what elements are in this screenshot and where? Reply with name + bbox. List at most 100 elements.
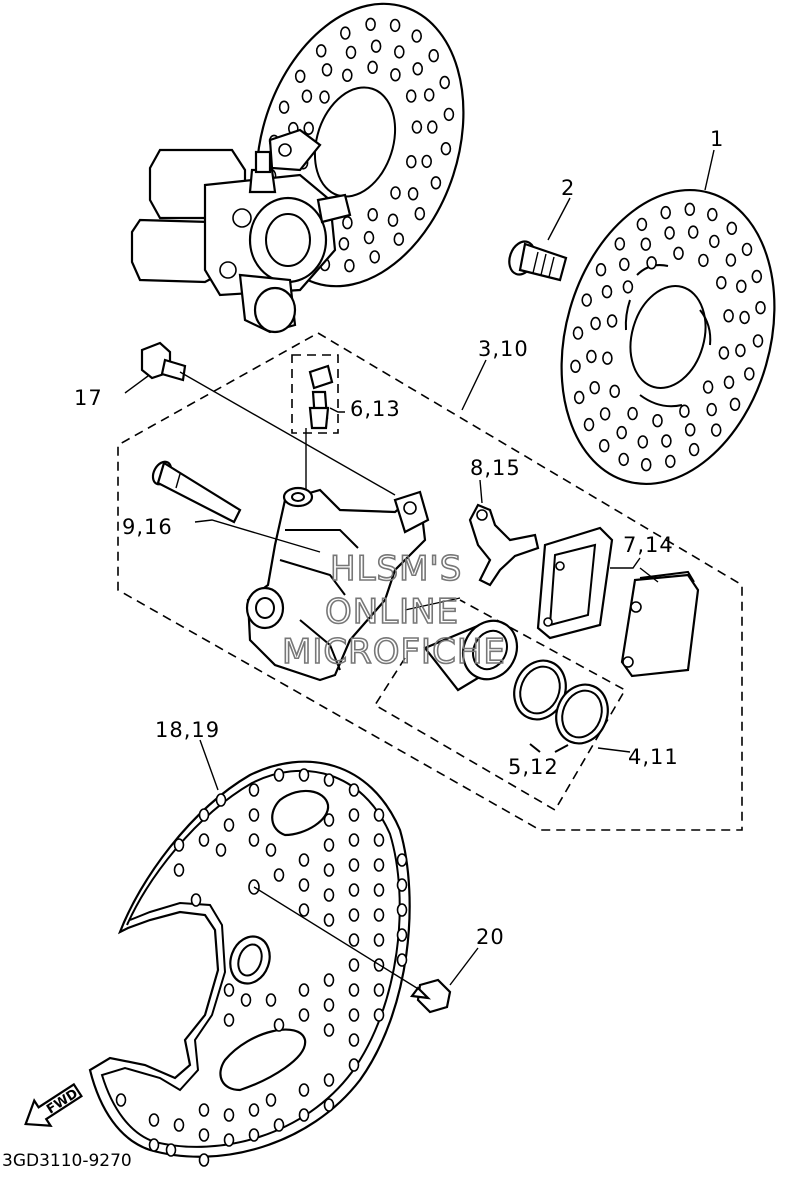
guard-vent-hole: [173, 1118, 185, 1132]
guard-vent-hole: [273, 1018, 285, 1032]
brake-pads-part-7-14: [536, 526, 700, 678]
vent-hole: [439, 75, 451, 90]
vent-hole: [405, 89, 417, 103]
vent-hole: [390, 68, 401, 82]
piston-seals-part-4-5: [513, 659, 609, 745]
disc-guard-plate-part-18-19: [88, 760, 411, 1167]
guard-vent-hole: [298, 878, 310, 892]
guard-vent-hole: [248, 1128, 260, 1142]
guard-vent-hole: [323, 1073, 335, 1087]
vent-hole: [688, 442, 700, 457]
guard-vent-hole: [373, 933, 385, 947]
vent-hole: [595, 263, 607, 277]
vent-hole: [590, 316, 601, 331]
forward-direction-arrow: FWD: [24, 1082, 83, 1127]
callout-labels: 1 2 3,10 4,11 5,12 6,13 7,14 8,15 9,16 1…: [74, 127, 723, 949]
guard-vent-hole: [265, 843, 277, 857]
callout-18-19: 18,19: [155, 718, 220, 742]
guard-vent-hole: [248, 783, 260, 797]
vent-hole: [664, 454, 676, 469]
vent-hole: [725, 253, 737, 267]
guard-vent-hole: [198, 1128, 210, 1142]
vent-hole: [652, 414, 663, 428]
vent-hole: [426, 120, 438, 134]
vent-hole: [367, 208, 379, 222]
vent-hole: [581, 293, 593, 307]
guard-vent-hole: [373, 883, 385, 897]
vent-hole: [741, 242, 753, 257]
vent-hole: [315, 44, 327, 58]
vent-hole: [572, 326, 584, 340]
guard-vent-hole: [348, 858, 360, 872]
watermark-line-3: MICROFICHE: [282, 632, 506, 672]
guard-vent-hole: [223, 1013, 235, 1027]
vent-hole: [363, 230, 375, 245]
guard-vent-hole: [148, 1138, 160, 1152]
guard-vent-hole: [223, 983, 235, 997]
vent-hole: [735, 343, 746, 358]
vent-hole: [618, 452, 630, 467]
callout-2: 2: [561, 176, 575, 200]
guard-vent-hole: [323, 973, 335, 987]
guard-vent-hole: [373, 808, 385, 822]
vent-hole: [602, 351, 613, 365]
vent-hole: [622, 280, 634, 294]
guard-vent-hole: [373, 858, 385, 872]
vent-hole: [390, 186, 401, 200]
vent-hole: [430, 176, 442, 190]
guard-vent-hole: [323, 813, 335, 827]
vent-hole: [618, 257, 630, 272]
vent-hole: [319, 90, 330, 104]
assembly-outline: [117, 332, 743, 831]
callout-9-16: 9,16: [122, 515, 173, 539]
vent-hole: [636, 217, 648, 232]
vent-hole: [342, 216, 353, 230]
vent-hole: [278, 100, 290, 114]
watermark-line-1: HLSM'S: [330, 549, 462, 589]
vent-hole: [387, 213, 399, 227]
watermark-line-2: ONLINE: [325, 592, 459, 632]
vent-hole: [367, 60, 378, 75]
guard-vent-hole: [396, 903, 408, 917]
vent-hole: [739, 310, 750, 325]
guard-vent-hole: [323, 888, 335, 902]
vent-hole: [710, 423, 722, 437]
vent-hole: [421, 154, 433, 169]
vent-hole: [338, 237, 350, 251]
vent-hole: [294, 69, 306, 84]
guard-vent-hole: [323, 863, 335, 877]
guard-vent-hole: [396, 953, 408, 967]
vent-hole: [393, 45, 405, 59]
vent-hole: [393, 232, 405, 246]
vent-hole: [589, 381, 601, 395]
vent-hole: [303, 121, 315, 136]
guard-vent-hole: [265, 993, 277, 1007]
guard-vent-hole: [223, 1133, 235, 1147]
guard-vent-hole: [198, 1153, 210, 1167]
vent-hole: [708, 234, 720, 249]
guard-vent-hole: [373, 833, 385, 847]
vent-hole: [341, 68, 353, 83]
vent-hole: [735, 279, 747, 293]
disc-bolt-part-2: [508, 240, 568, 282]
guard-vent-hole: [298, 1108, 310, 1122]
guard-vent-hole: [298, 853, 310, 867]
vent-hole: [598, 439, 610, 453]
guard-vent-hole: [273, 768, 285, 782]
vent-hole: [609, 384, 621, 398]
guard-vent-hole: [373, 983, 385, 997]
vent-hole: [601, 285, 613, 299]
guard-vent-hole: [348, 1058, 360, 1072]
vent-hole: [755, 301, 766, 315]
vent-hole: [673, 246, 684, 261]
guard-vent-hole: [115, 1093, 127, 1107]
guard-vent-hole: [198, 1103, 210, 1117]
guard-vent-hole: [348, 958, 360, 972]
guard-vent-hole: [348, 983, 360, 997]
vent-hole: [723, 375, 735, 389]
watermark: HLSM'S ONLINE MICROFICHE: [281, 548, 506, 673]
vent-hole: [344, 259, 355, 273]
guard-vent-hole: [273, 868, 285, 882]
guard-vent-hole: [298, 983, 310, 997]
